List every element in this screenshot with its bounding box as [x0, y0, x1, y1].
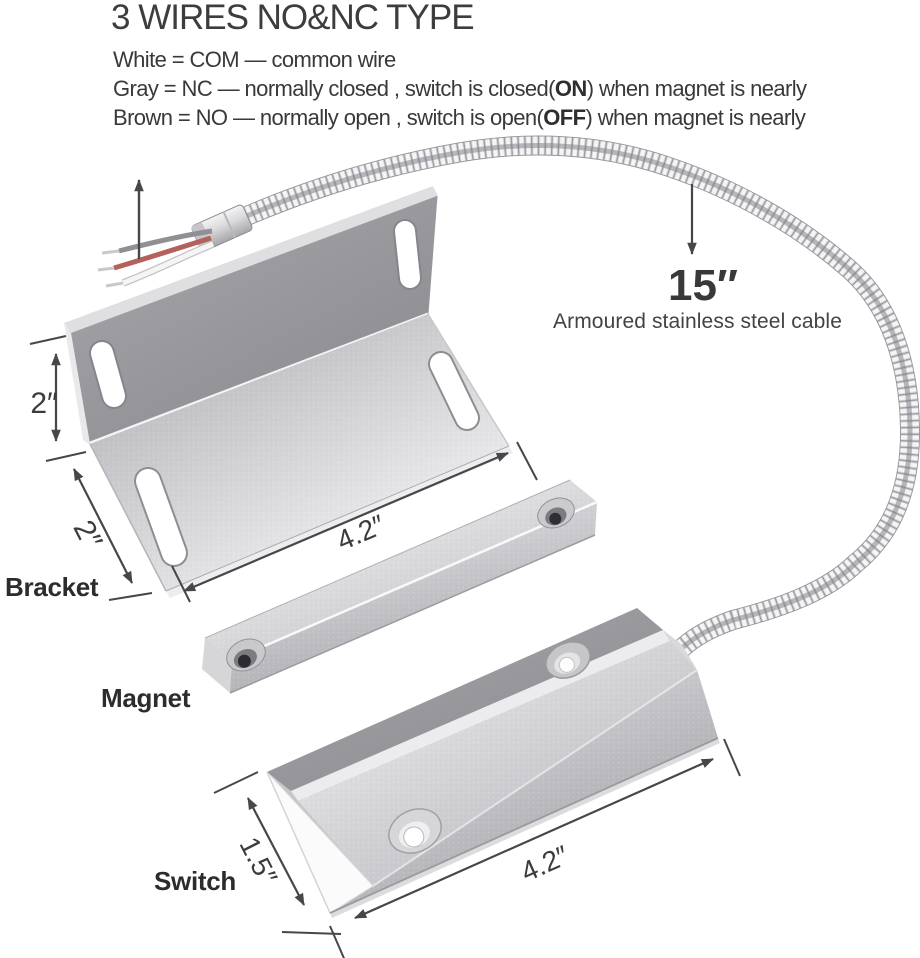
cable-description: Armoured stainless steel cable	[553, 310, 842, 333]
lead-wires	[97, 228, 215, 288]
wire-legend-line-white: White = COM — common wire	[113, 47, 396, 72]
cable-length-label: 15″	[667, 261, 739, 310]
magnet-screw-hole	[537, 497, 575, 529]
switch-label: Switch	[154, 866, 236, 896]
dimension-arrow-switch-depth	[247, 797, 305, 906]
dimension-arrow-bracket-length	[183, 451, 509, 593]
bracket-label: Bracket	[5, 572, 99, 602]
dimension-arrow-bracket-depth	[73, 468, 133, 584]
switch-cable-boss	[663, 630, 697, 670]
cable-ferrule	[191, 204, 253, 252]
wire-gray	[118, 228, 213, 254]
magnet-label: Magnet	[101, 683, 191, 713]
bracket-top-flange	[64, 186, 438, 334]
wire-legend-line-brown: Brown = NO — normally open , switch is o…	[113, 105, 806, 130]
dimension-bracket-height: 2″	[30, 387, 58, 420]
dimension-arrow-switch-length	[354, 757, 714, 920]
bracket-left-edge	[64, 323, 90, 445]
bracket-vertical-face	[71, 196, 437, 444]
armored-cable	[219, 135, 920, 659]
wire-brown	[113, 235, 212, 271]
wire-legend: White = COM — common wire Gray = NC — no…	[113, 45, 807, 132]
magnet-screw-hole	[226, 638, 266, 672]
page-title: 3 WIRES NO&NC TYPE	[111, 0, 475, 37]
switch-screw-hole	[545, 641, 591, 679]
switch-drawing	[266, 608, 720, 918]
magnet-end-face	[202, 638, 232, 693]
wire-legend-line-gray: Gray = NC — normally closed , switch is …	[113, 76, 807, 101]
dimension-lines	[29, 184, 741, 958]
